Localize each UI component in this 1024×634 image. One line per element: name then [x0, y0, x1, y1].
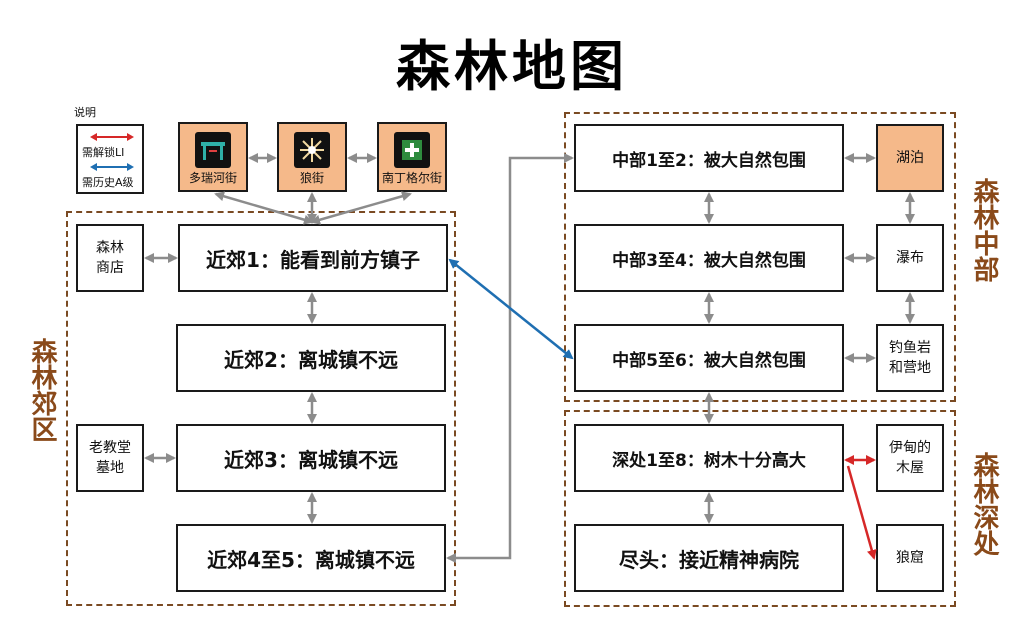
arrow-deep-wolfden [846, 465, 877, 560]
arrow-out45-mid12 [446, 153, 574, 563]
legend: 需解锁LI 需历史A级 [76, 124, 144, 194]
node-middle-3-4[interactable]: 中部3至4：被大自然包围 [574, 224, 844, 292]
node-old-church[interactable]: 老教堂 墓地 [76, 424, 144, 492]
medical-cross-icon [394, 132, 430, 168]
legend-blue-arrow [90, 163, 134, 171]
node-lake[interactable]: 湖泊 [876, 124, 944, 192]
arrow-street0-out1 [214, 191, 314, 225]
node-wolf-den[interactable]: 狼窟 [876, 524, 944, 592]
arrow-street2-out1 [310, 191, 412, 225]
street-doriver[interactable]: 多瑞河街 [178, 122, 248, 192]
node-deep-1-8[interactable]: 深处1至8：树木十分高大 [574, 424, 844, 492]
arrow-out1-mid56 [448, 258, 574, 360]
page-title: 森林地图 [396, 35, 628, 98]
region-label-outskirts: 森林郊区 [27, 338, 57, 442]
node-fishing-camp[interactable]: 钓鱼岩 和营地 [876, 324, 944, 392]
node-forest-shop[interactable]: 森林 商店 [76, 224, 144, 292]
region-label-deep: 森林深处 [969, 452, 999, 556]
region-label-middle: 森林中部 [969, 178, 999, 282]
starburst-icon [294, 132, 330, 168]
node-middle-5-6[interactable]: 中部5至6：被大自然包围 [574, 324, 844, 392]
legend-red-arrow [90, 133, 134, 141]
street-wolf[interactable]: 狼街 [277, 122, 347, 192]
node-middle-1-2[interactable]: 中部1至2：被大自然包围 [574, 124, 844, 192]
legend-heading: 说明 [74, 106, 96, 119]
node-outskirts-2[interactable]: 近郊2：离城镇不远 [176, 324, 446, 392]
street-label: 多瑞河街 [188, 171, 237, 185]
street-label: 狼街 [299, 171, 324, 185]
node-outskirts-4-5[interactable]: 近郊4至5：离城镇不远 [176, 524, 446, 592]
node-end[interactable]: 尽头：接近精神病院 [574, 524, 844, 592]
legend-item-history: 需历史A级 [82, 176, 134, 189]
node-waterfall[interactable]: 瀑布 [876, 224, 944, 292]
street-label: 南丁格尔街 [381, 171, 442, 185]
teal-gate-icon [195, 132, 231, 168]
node-ethan-cabin[interactable]: 伊甸的 木屋 [876, 424, 944, 492]
node-outskirts-1[interactable]: 近郊1：能看到前方镇子 [178, 224, 448, 292]
node-outskirts-3[interactable]: 近郊3：离城镇不远 [176, 424, 446, 492]
legend-item-unlock: 需解锁LI [82, 146, 125, 159]
